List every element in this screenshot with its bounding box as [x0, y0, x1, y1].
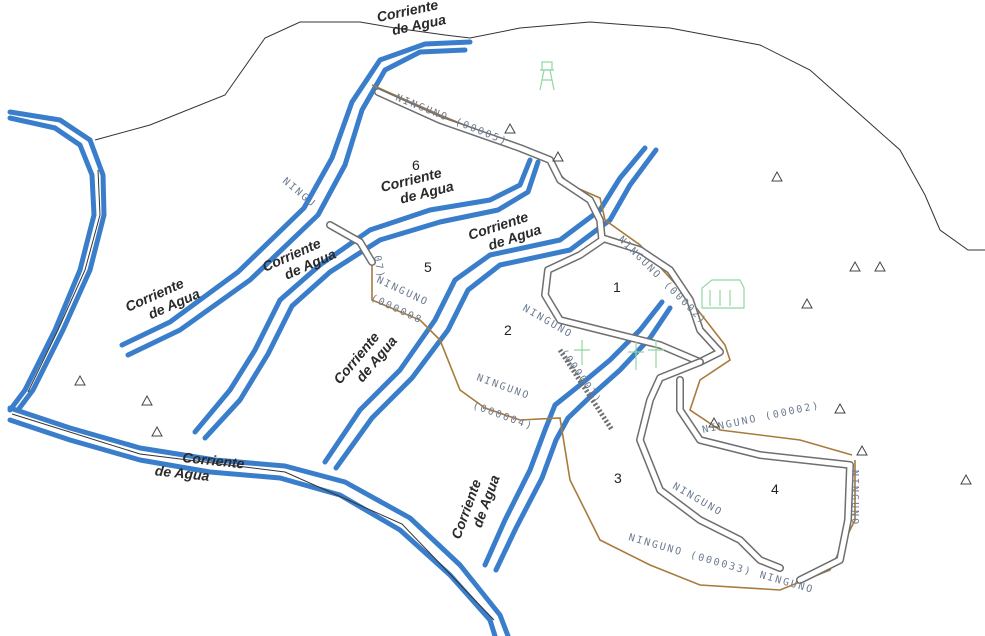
road-label: NINGUNO (00002) [701, 400, 821, 436]
parcel-number-1[interactable]: 1 [613, 279, 621, 295]
road-label: NINGUNO (00005) [394, 93, 510, 148]
parcel-number-4[interactable]: 4 [771, 481, 779, 497]
building-icon [701, 279, 745, 309]
triangle-survey-marker-icon [849, 260, 861, 272]
road-label: 07) [371, 255, 386, 281]
water-label: Corriente de Agua [448, 467, 503, 546]
parcel-number-5[interactable]: 5 [424, 259, 432, 275]
parcel-number-2[interactable]: 2 [504, 322, 512, 338]
parcel-number-6[interactable]: 6 [412, 157, 420, 173]
triangle-survey-marker-icon [151, 425, 163, 437]
survey-markers [74, 122, 972, 485]
main-river [7, 109, 511, 636]
triangle-survey-marker-icon [771, 170, 783, 182]
triangle-survey-marker-icon [708, 416, 720, 428]
triangle-survey-marker-icon [856, 444, 868, 456]
triangle-survey-marker-icon [874, 260, 886, 272]
streams [119, 39, 673, 573]
triangle-survey-marker-icon [801, 297, 813, 309]
triangle-survey-marker-icon [834, 402, 846, 414]
triangle-survey-marker-icon [74, 374, 86, 386]
cross-icon [574, 340, 664, 370]
triangle-survey-marker-icon [552, 150, 564, 162]
water-label: Corriente de Agua [154, 446, 249, 487]
road-label: (000004) [471, 400, 535, 432]
water-label: Corriente de Agua [375, 0, 447, 41]
triangle-survey-marker-icon [504, 122, 516, 134]
water-label: Corriente de Agua [330, 322, 400, 397]
boundary-line [94, 21, 985, 251]
road-label: NINGUNO [849, 470, 860, 526]
tower-icon [539, 61, 555, 91]
parcel-number-3[interactable]: 3 [614, 470, 622, 486]
road-label: NINGUNO [475, 372, 532, 402]
triangle-survey-marker-icon [141, 394, 153, 406]
triangle-survey-marker-icon [960, 473, 972, 485]
roads-gray [326, 88, 854, 584]
road-label: NINGUNO (00002) [616, 234, 709, 327]
